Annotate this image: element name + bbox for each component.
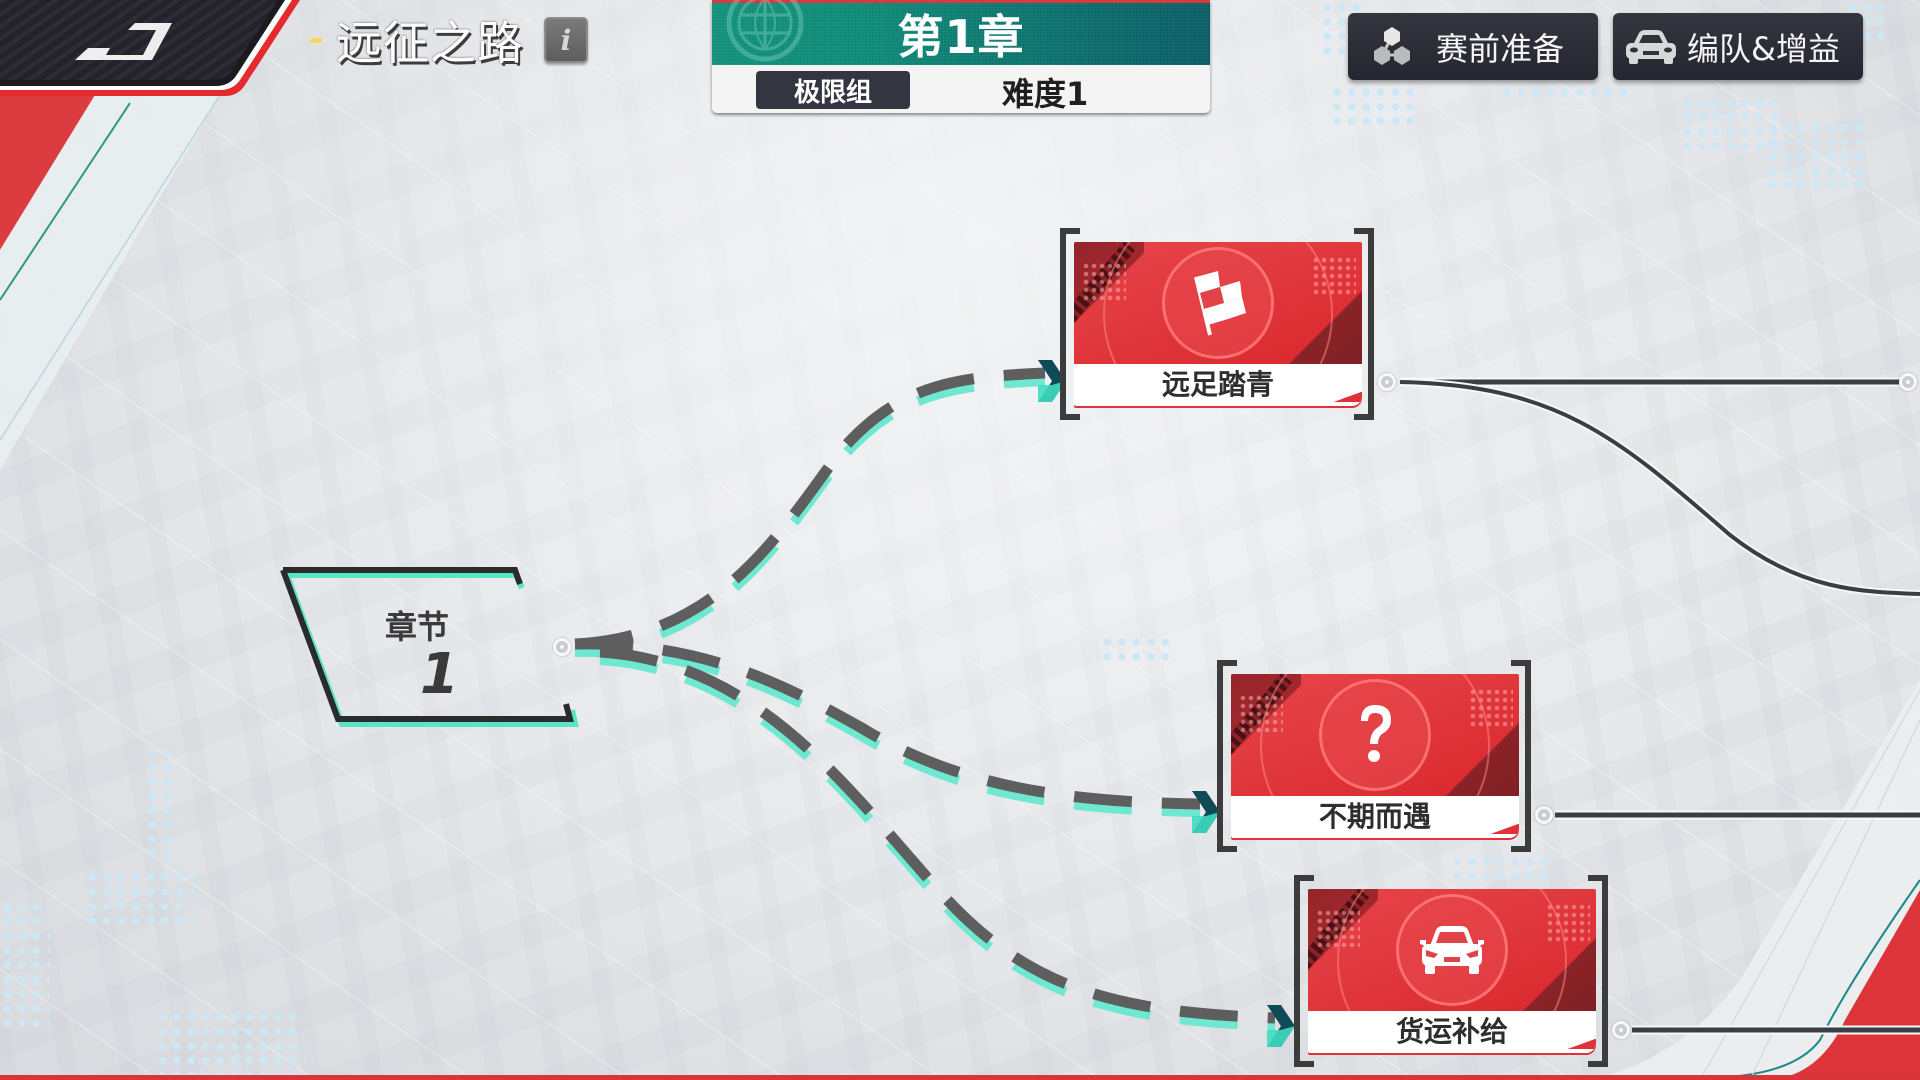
- group-badge: 极限组: [756, 71, 910, 109]
- bracket-left: [1294, 875, 1314, 1067]
- stage-card-label: 不期而遇: [1231, 796, 1519, 834]
- team-buff-button[interactable]: 编队&增益: [1613, 13, 1863, 80]
- chapter-node-connector: [553, 638, 571, 656]
- dot-pattern: [85, 870, 195, 930]
- dot-pattern: [1680, 95, 1780, 155]
- stage-card: 货运补给: [1308, 889, 1596, 1053]
- chapter-node-frame: [280, 567, 579, 727]
- stage-card-encounter[interactable]: 不期而遇: [1217, 660, 1531, 852]
- stage-card-supply[interactable]: 货运补给: [1294, 875, 1608, 1067]
- title-marker: [310, 37, 322, 43]
- info-icon: i: [560, 23, 572, 57]
- stage-card-label: 货运补给: [1308, 1011, 1596, 1049]
- chapter-node[interactable]: 章节 1: [280, 566, 580, 731]
- car-front-icon: [1420, 926, 1484, 974]
- bottom-red-strip: [0, 1075, 1920, 1080]
- stage-connector-dot: [1899, 373, 1917, 391]
- stage-card: 远足踏青: [1074, 242, 1362, 406]
- stage-card-art: [1308, 889, 1596, 1011]
- bracket-right: [1354, 228, 1374, 420]
- molecule-icon: [1362, 22, 1422, 72]
- stage-card-art: [1074, 242, 1362, 364]
- dot-pattern: [1330, 85, 1420, 125]
- stage-card-hike[interactable]: 远足踏青: [1060, 228, 1374, 420]
- pre-race-prep-label: 赛前准备: [1436, 29, 1565, 68]
- stage-card-art: [1231, 674, 1519, 796]
- chapter-title-bar: 第1章: [712, 0, 1210, 65]
- dot-pattern: [1100, 635, 1170, 665]
- info-button[interactable]: i: [544, 17, 588, 63]
- difficulty-label: 难度1: [1002, 75, 1089, 113]
- chapter-header: 第1章 极限组 难度1: [712, 0, 1210, 113]
- stage-connector-dot: [1612, 1021, 1630, 1039]
- chapter-node-number: 1: [420, 642, 459, 707]
- bracket-left: [1217, 660, 1237, 852]
- stage-connector-dot: [1535, 806, 1553, 824]
- chapter-title: 第1章: [897, 10, 1025, 64]
- pre-race-prep-button[interactable]: 赛前准备: [1348, 13, 1598, 80]
- globe-icon: [726, 0, 804, 62]
- dot-pattern: [1450, 855, 1550, 885]
- chapter-info-bar: 极限组 难度1: [712, 65, 1210, 113]
- car-icon: [1621, 22, 1681, 72]
- bracket-right: [1588, 875, 1608, 1067]
- stage-connector-dot: [1378, 373, 1396, 391]
- back-arrow-icon: [75, 23, 172, 60]
- question-mark-icon: [1361, 705, 1391, 762]
- team-buff-label: 编队&增益: [1687, 29, 1840, 68]
- page-title-area: 远征之路 i: [310, 10, 588, 70]
- dot-pattern: [1765, 120, 1865, 195]
- bracket-right: [1511, 660, 1531, 852]
- bracket-left: [1060, 228, 1080, 420]
- chapter-node-label: 章节: [385, 608, 450, 646]
- dot-pattern: [155, 1010, 305, 1075]
- back-button[interactable]: [0, 0, 310, 100]
- back-button-panel: [0, 0, 300, 96]
- stage-card-label: 远足踏青: [1074, 364, 1362, 402]
- dot-pattern: [0, 900, 50, 1030]
- checkered-flag-icon: [1194, 271, 1246, 336]
- dot-pattern: [145, 745, 180, 865]
- page-title: 远征之路: [336, 16, 524, 70]
- dot-pattern: [1500, 85, 1630, 105]
- stage-card: 不期而遇: [1231, 674, 1519, 838]
